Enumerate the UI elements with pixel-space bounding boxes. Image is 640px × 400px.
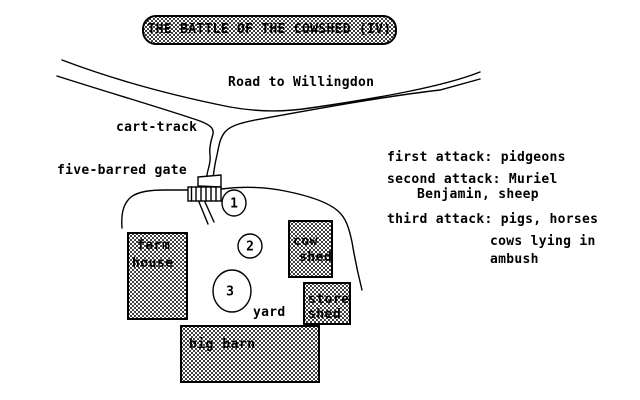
building-farm-house: farm house	[127, 232, 188, 320]
farm-house-label-line2: house	[132, 256, 174, 271]
page-title: THE BATTLE OF THE COWSHED (IV)	[147, 22, 392, 37]
marker-1-number: 1	[230, 196, 238, 212]
farm-house-label-line1: farm	[137, 238, 171, 253]
legend-line-first-attack: first attack: pidgeons	[387, 150, 566, 165]
yard-track-line-1	[198, 201, 209, 225]
road-top-edge	[61, 59, 481, 112]
cart-track-label: cart-track	[116, 120, 198, 135]
road-label: Road to Willingdon	[228, 75, 375, 90]
legend-line-third-attack: third attack: pigs, horses	[387, 212, 599, 227]
building-big-barn: big barn	[180, 325, 320, 383]
marker-2-number: 2	[246, 239, 254, 255]
building-cow-shed: cow shed	[288, 220, 333, 278]
store-shed-label-line1: store	[308, 292, 350, 307]
cart-track-right-edge-road-bottom-right	[211, 78, 481, 188]
legend-line-third-attack-cont1: cows lying in	[490, 234, 596, 249]
legend-line-second-attack-cont: Benjamin, sheep	[417, 187, 539, 202]
marker-2-circle	[237, 233, 263, 259]
road-bottom-left-edge-cart-track-left	[56, 75, 214, 188]
gate-bars	[190, 186, 217, 202]
marker-3-circle	[212, 269, 252, 313]
five-barred-gate-label: five-barred gate	[57, 163, 188, 178]
marker-1-circle	[221, 189, 247, 217]
store-shed-label-line2: shed	[308, 307, 342, 322]
legend-line-third-attack-cont2: ambush	[490, 252, 539, 267]
title-box: THE BATTLE OF THE COWSHED (IV)	[142, 15, 397, 45]
cow-shed-label-line1: cow	[293, 234, 318, 249]
big-barn-label: big barn	[189, 337, 256, 352]
cow-shed-label-line2: shed	[299, 250, 333, 265]
yard-track-line-2	[204, 201, 215, 223]
marker-3-number: 3	[226, 284, 234, 300]
building-store-shed: store shed	[303, 282, 351, 325]
yard-label: yard	[253, 305, 286, 320]
legend-line-second-attack: second attack: Muriel	[387, 172, 558, 187]
farm-boundary-right	[220, 186, 363, 291]
farm-boundary-left	[121, 189, 189, 229]
gate-open-leaf	[197, 174, 222, 188]
